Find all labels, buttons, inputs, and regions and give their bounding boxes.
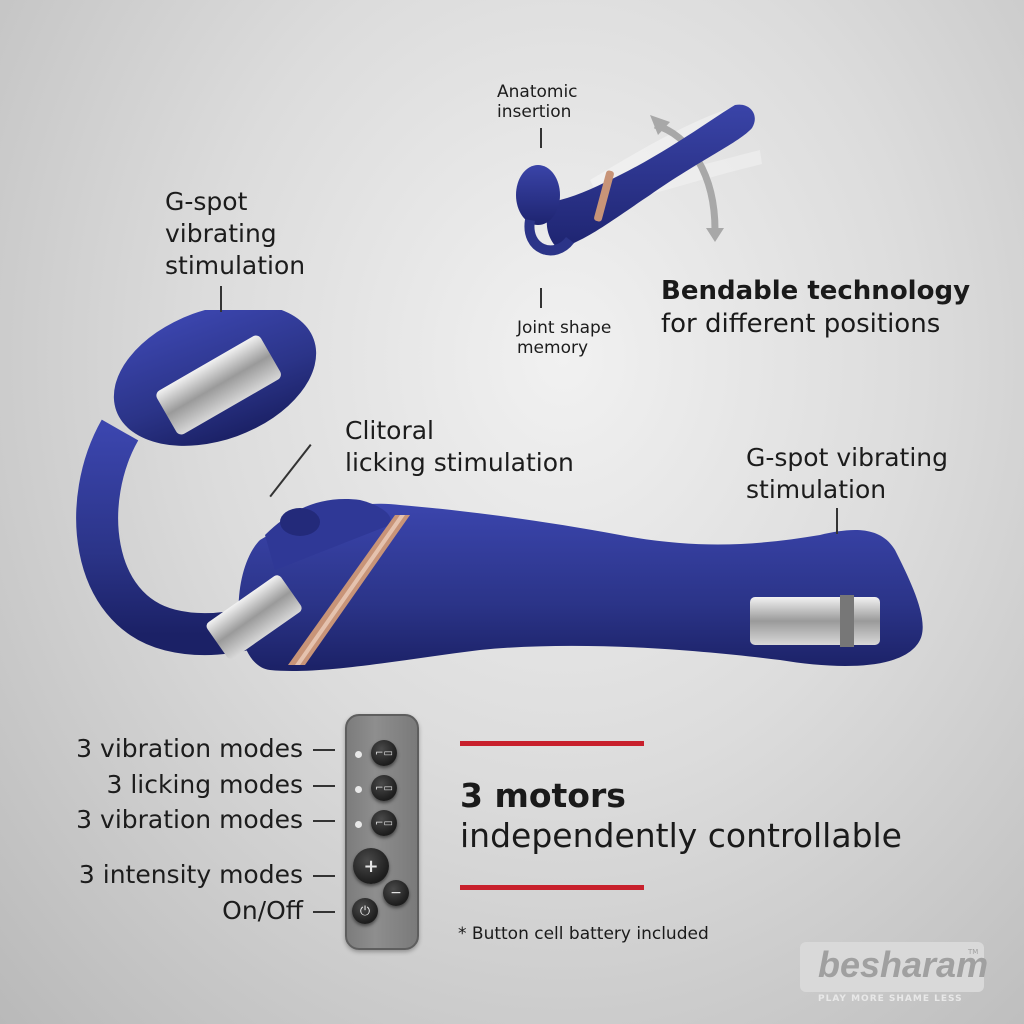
top-gspot-tick <box>220 286 222 312</box>
vibration-mode-button-1[interactable]: ⌐▭ <box>371 740 397 766</box>
led-indicator-1 <box>355 751 362 758</box>
licking-icon: ⌐▭ <box>375 782 393 794</box>
label-text: 3 intensity modes <box>78 860 303 889</box>
anatomic-line-1: Anatomic <box>497 82 578 102</box>
logo-tm: TM <box>968 948 979 956</box>
clitoral-label: Clitoral licking stimulation <box>345 415 574 479</box>
leader-line <box>313 749 335 751</box>
bendable-block: Bendable technology for different positi… <box>661 274 970 340</box>
bendable-subtitle: for different positions <box>661 309 941 339</box>
leader-line <box>313 911 335 913</box>
clitoral-line-2: licking stimulation <box>345 448 574 477</box>
remote-label-vibration-2: 3 vibration modes <box>76 805 335 834</box>
red-divider-top <box>460 741 644 746</box>
joint-shape-memory-label: Joint shape memory <box>517 318 611 358</box>
label-text: 3 licking modes <box>106 770 304 799</box>
anatomic-tick <box>540 128 542 148</box>
vibration-icon: ⌐▭ <box>375 817 393 829</box>
label-text: 3 vibration modes <box>76 805 303 834</box>
joint-line-2: memory <box>517 338 589 358</box>
minus-icon: − <box>390 885 402 901</box>
top-gspot-line-3: stimulation <box>165 251 306 280</box>
leader-line <box>313 785 335 787</box>
remote-label-onoff: On/Off <box>222 896 335 925</box>
small-product-image <box>516 104 762 256</box>
right-gspot-tick <box>836 508 838 534</box>
label-text: On/Off <box>222 896 303 925</box>
bendable-title: Bendable technology <box>661 276 971 306</box>
top-gspot-label: G-spot vibrating stimulation <box>165 186 305 282</box>
anatomic-line-2: insertion <box>497 102 572 122</box>
motors-title: 3 motors <box>460 776 626 815</box>
led-indicator-2 <box>355 786 362 793</box>
joint-line-1: Joint shape <box>517 318 612 338</box>
battery-footnote: * Button cell battery included <box>458 924 709 944</box>
right-gspot-label: G-spot vibrating stimulation <box>746 442 948 506</box>
main-product-image <box>76 310 923 671</box>
plus-icon: + <box>363 855 379 877</box>
intensity-minus-button[interactable]: − <box>383 880 409 906</box>
logo-tagline: PLAY MORE SHAME LESS <box>818 994 963 1004</box>
vibration-mode-button-2[interactable]: ⌐▭ <box>371 810 397 836</box>
motors-subtitle: independently controllable <box>460 816 902 855</box>
power-icon: ⏻ <box>359 903 371 919</box>
anatomic-insertion-label: Anatomic insertion <box>497 82 578 122</box>
leader-line <box>313 820 335 822</box>
red-divider-bottom <box>460 885 644 890</box>
remote-control: ⌐▭ ⌐▭ ⌐▭ + − ⏻ <box>345 714 419 950</box>
right-gspot-line-2: stimulation <box>746 475 887 504</box>
top-gspot-line-1: G-spot <box>165 187 248 216</box>
led-indicator-3 <box>355 821 362 828</box>
joint-tick <box>540 288 542 308</box>
logo-bubble <box>800 942 984 992</box>
right-gspot-line-1: G-spot vibrating <box>746 443 949 472</box>
remote-labels: 3 vibration modes 3 licking modes 3 vibr… <box>40 730 335 940</box>
vibration-icon: ⌐▭ <box>375 747 393 759</box>
motors-block: 3 motors independently controllable <box>460 776 902 856</box>
top-gspot-line-2: vibrating <box>165 219 277 248</box>
licking-mode-button[interactable]: ⌐▭ <box>371 775 397 801</box>
clitoral-line-1: Clitoral <box>345 416 434 445</box>
label-text: 3 vibration modes <box>76 734 303 763</box>
intensity-plus-button[interactable]: + <box>353 848 389 884</box>
remote-label-vibration-1: 3 vibration modes <box>76 734 335 763</box>
remote-label-licking: 3 licking modes <box>106 770 335 799</box>
besharam-logo[interactable]: besharam TM PLAY MORE SHAME LESS <box>796 936 989 1012</box>
power-button[interactable]: ⏻ <box>352 898 378 924</box>
logo-brand: besharam <box>818 944 989 985</box>
remote-label-intensity: 3 intensity modes <box>79 860 335 889</box>
leader-line <box>313 875 335 877</box>
